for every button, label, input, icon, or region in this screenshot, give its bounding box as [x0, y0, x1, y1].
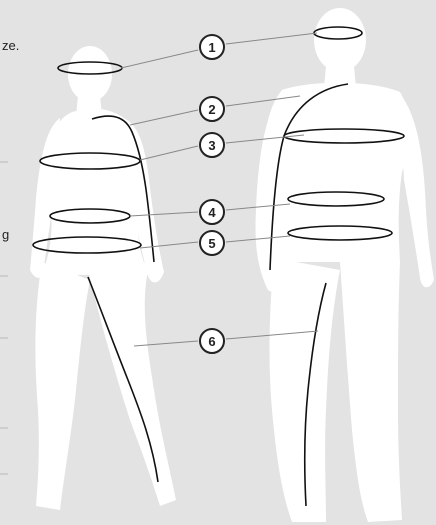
- marker-4-label: 4: [208, 205, 216, 220]
- marker-3: 3: [200, 133, 224, 157]
- marker-2: 2: [200, 97, 224, 121]
- marker-5: 5: [200, 231, 224, 255]
- marker-6: 6: [200, 329, 224, 353]
- marker-3-label: 3: [208, 138, 215, 153]
- marker-1: 1: [200, 35, 224, 59]
- marker-4: 4: [200, 200, 224, 224]
- marker-5-label: 5: [208, 236, 215, 251]
- female-silhouette: [30, 46, 176, 510]
- marker-1-label: 1: [208, 40, 215, 55]
- left-guide-lines: [0, 162, 8, 474]
- marker-2-label: 2: [208, 102, 215, 117]
- marker-6-label: 6: [208, 334, 215, 349]
